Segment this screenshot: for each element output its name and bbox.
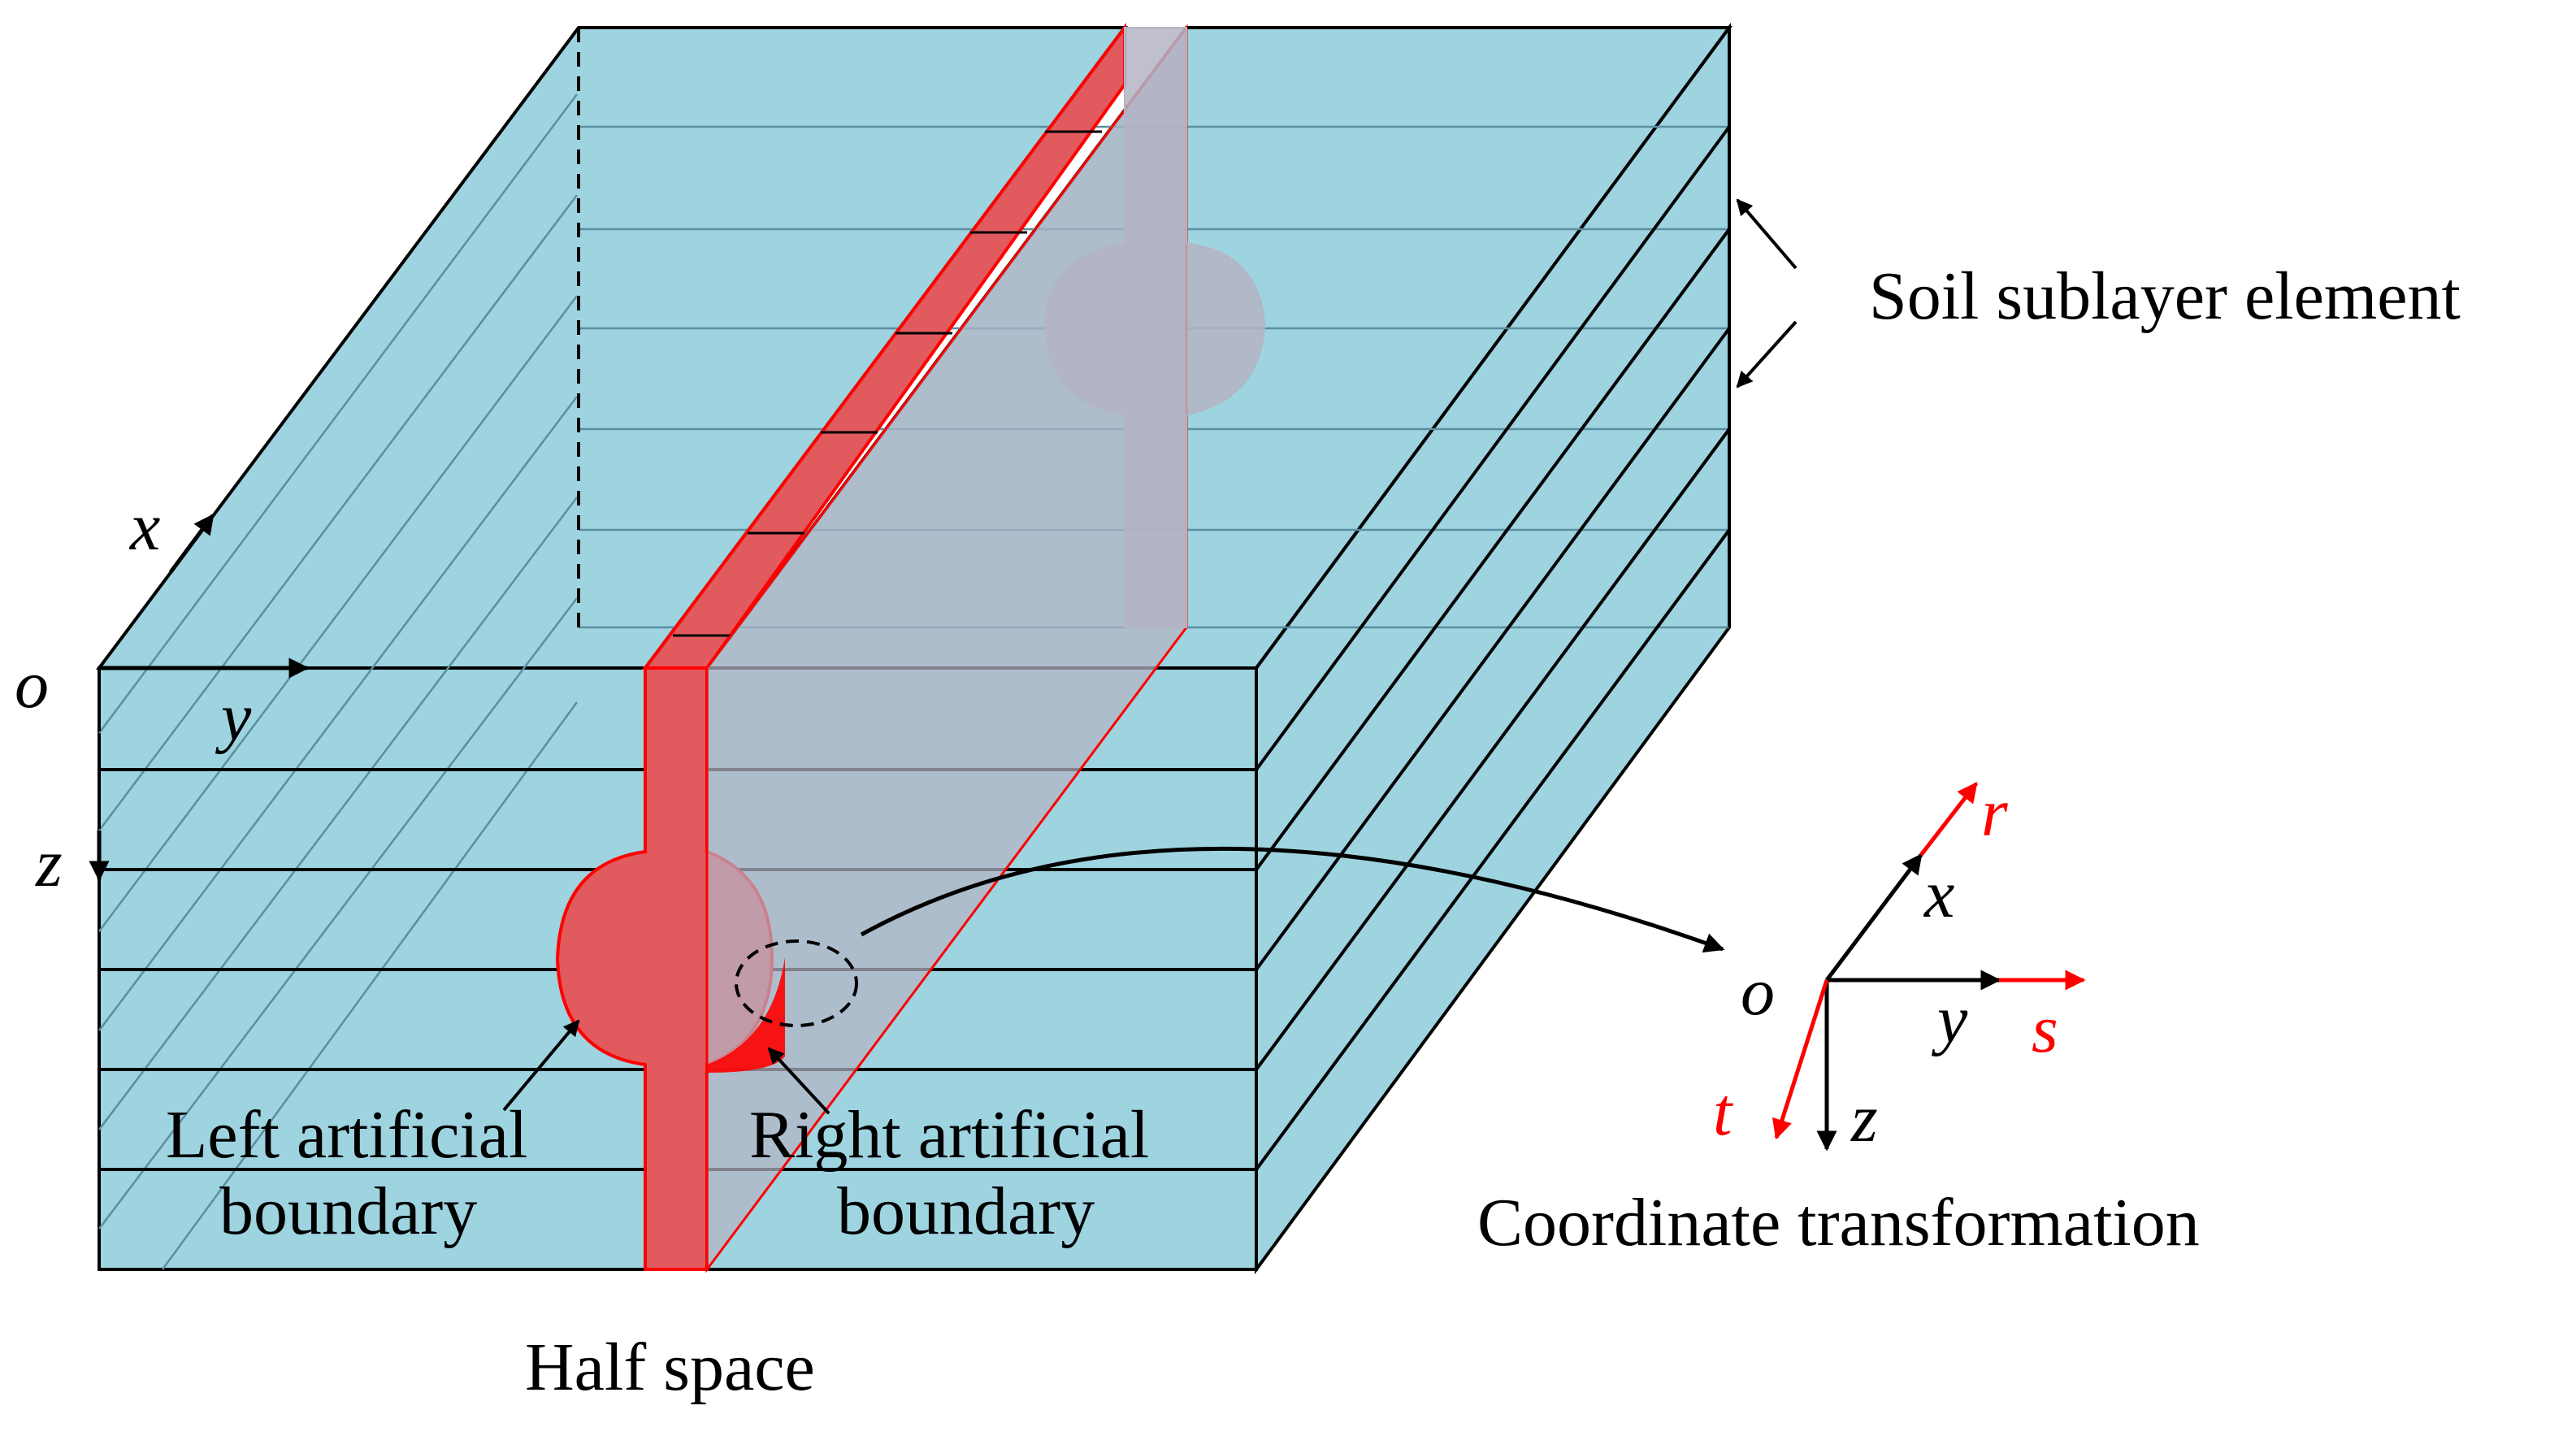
coordinate-transformation-label: Coordinate transformation <box>1477 1185 2200 1260</box>
model-z-label: z <box>35 826 63 901</box>
left-boundary-top-tick-marks <box>673 130 1102 637</box>
left-block-left-face-hatching <box>98 93 579 1270</box>
coordinate-transformation-axes: o x y z r s t <box>1713 775 2086 1156</box>
model-axes: o x y z <box>15 489 310 901</box>
soil-sublayer-label: Soil sublayer element <box>1869 258 2461 334</box>
transform-s-label: s <box>2032 991 2058 1067</box>
transform-t-label: t <box>1713 1074 1734 1150</box>
coordinate-transformation-arrow <box>860 846 1725 953</box>
transform-z-label: z <box>1850 1081 1878 1156</box>
right-block-side-sublayer-lines <box>1255 125 1731 1171</box>
right-artificial-boundary <box>705 24 1266 1273</box>
model-origin-label: o <box>15 647 49 722</box>
model-x-axis-arrow <box>168 513 215 574</box>
transform-r-label: r <box>1981 775 2008 851</box>
soil-sublayer-pointer-arrow-2 <box>1736 320 1798 388</box>
transform-x-label: x <box>1923 857 1954 932</box>
transform-origin-label: o <box>1741 954 1775 1030</box>
left-boundary-label-line2: boundary <box>219 1174 477 1249</box>
right-boundary-label-line2: boundary <box>837 1174 1095 1249</box>
left-soil-block <box>96 26 1128 1271</box>
transform-y-label: y <box>1931 982 1968 1057</box>
right-boundary-back-profile <box>1043 27 1266 628</box>
model-y-label: y <box>215 679 252 755</box>
right-boundary-pointer-arrow <box>767 1047 830 1115</box>
left-block-sublayer-lines <box>99 768 645 1171</box>
zoom-region-ellipse <box>735 939 858 1027</box>
soil-sublayer-pointer-arrow-1 <box>1736 198 1798 270</box>
hidden-back-edges <box>577 28 1731 1269</box>
right-boundary-label-line1: Right artificial <box>749 1097 1149 1173</box>
left-boundary-pointer-arrow <box>502 1019 580 1112</box>
right-boundary-front-red-patch <box>707 957 785 1073</box>
left-boundary-label-line1: Left artificial <box>166 1097 527 1173</box>
half-space-label: Half space <box>525 1330 815 1405</box>
global-x-axis-arrow <box>1825 853 1923 982</box>
local-t-axis-arrow <box>1772 979 1829 1140</box>
local-r-axis-arrow <box>1919 782 1978 857</box>
model-x-label: x <box>128 489 160 565</box>
